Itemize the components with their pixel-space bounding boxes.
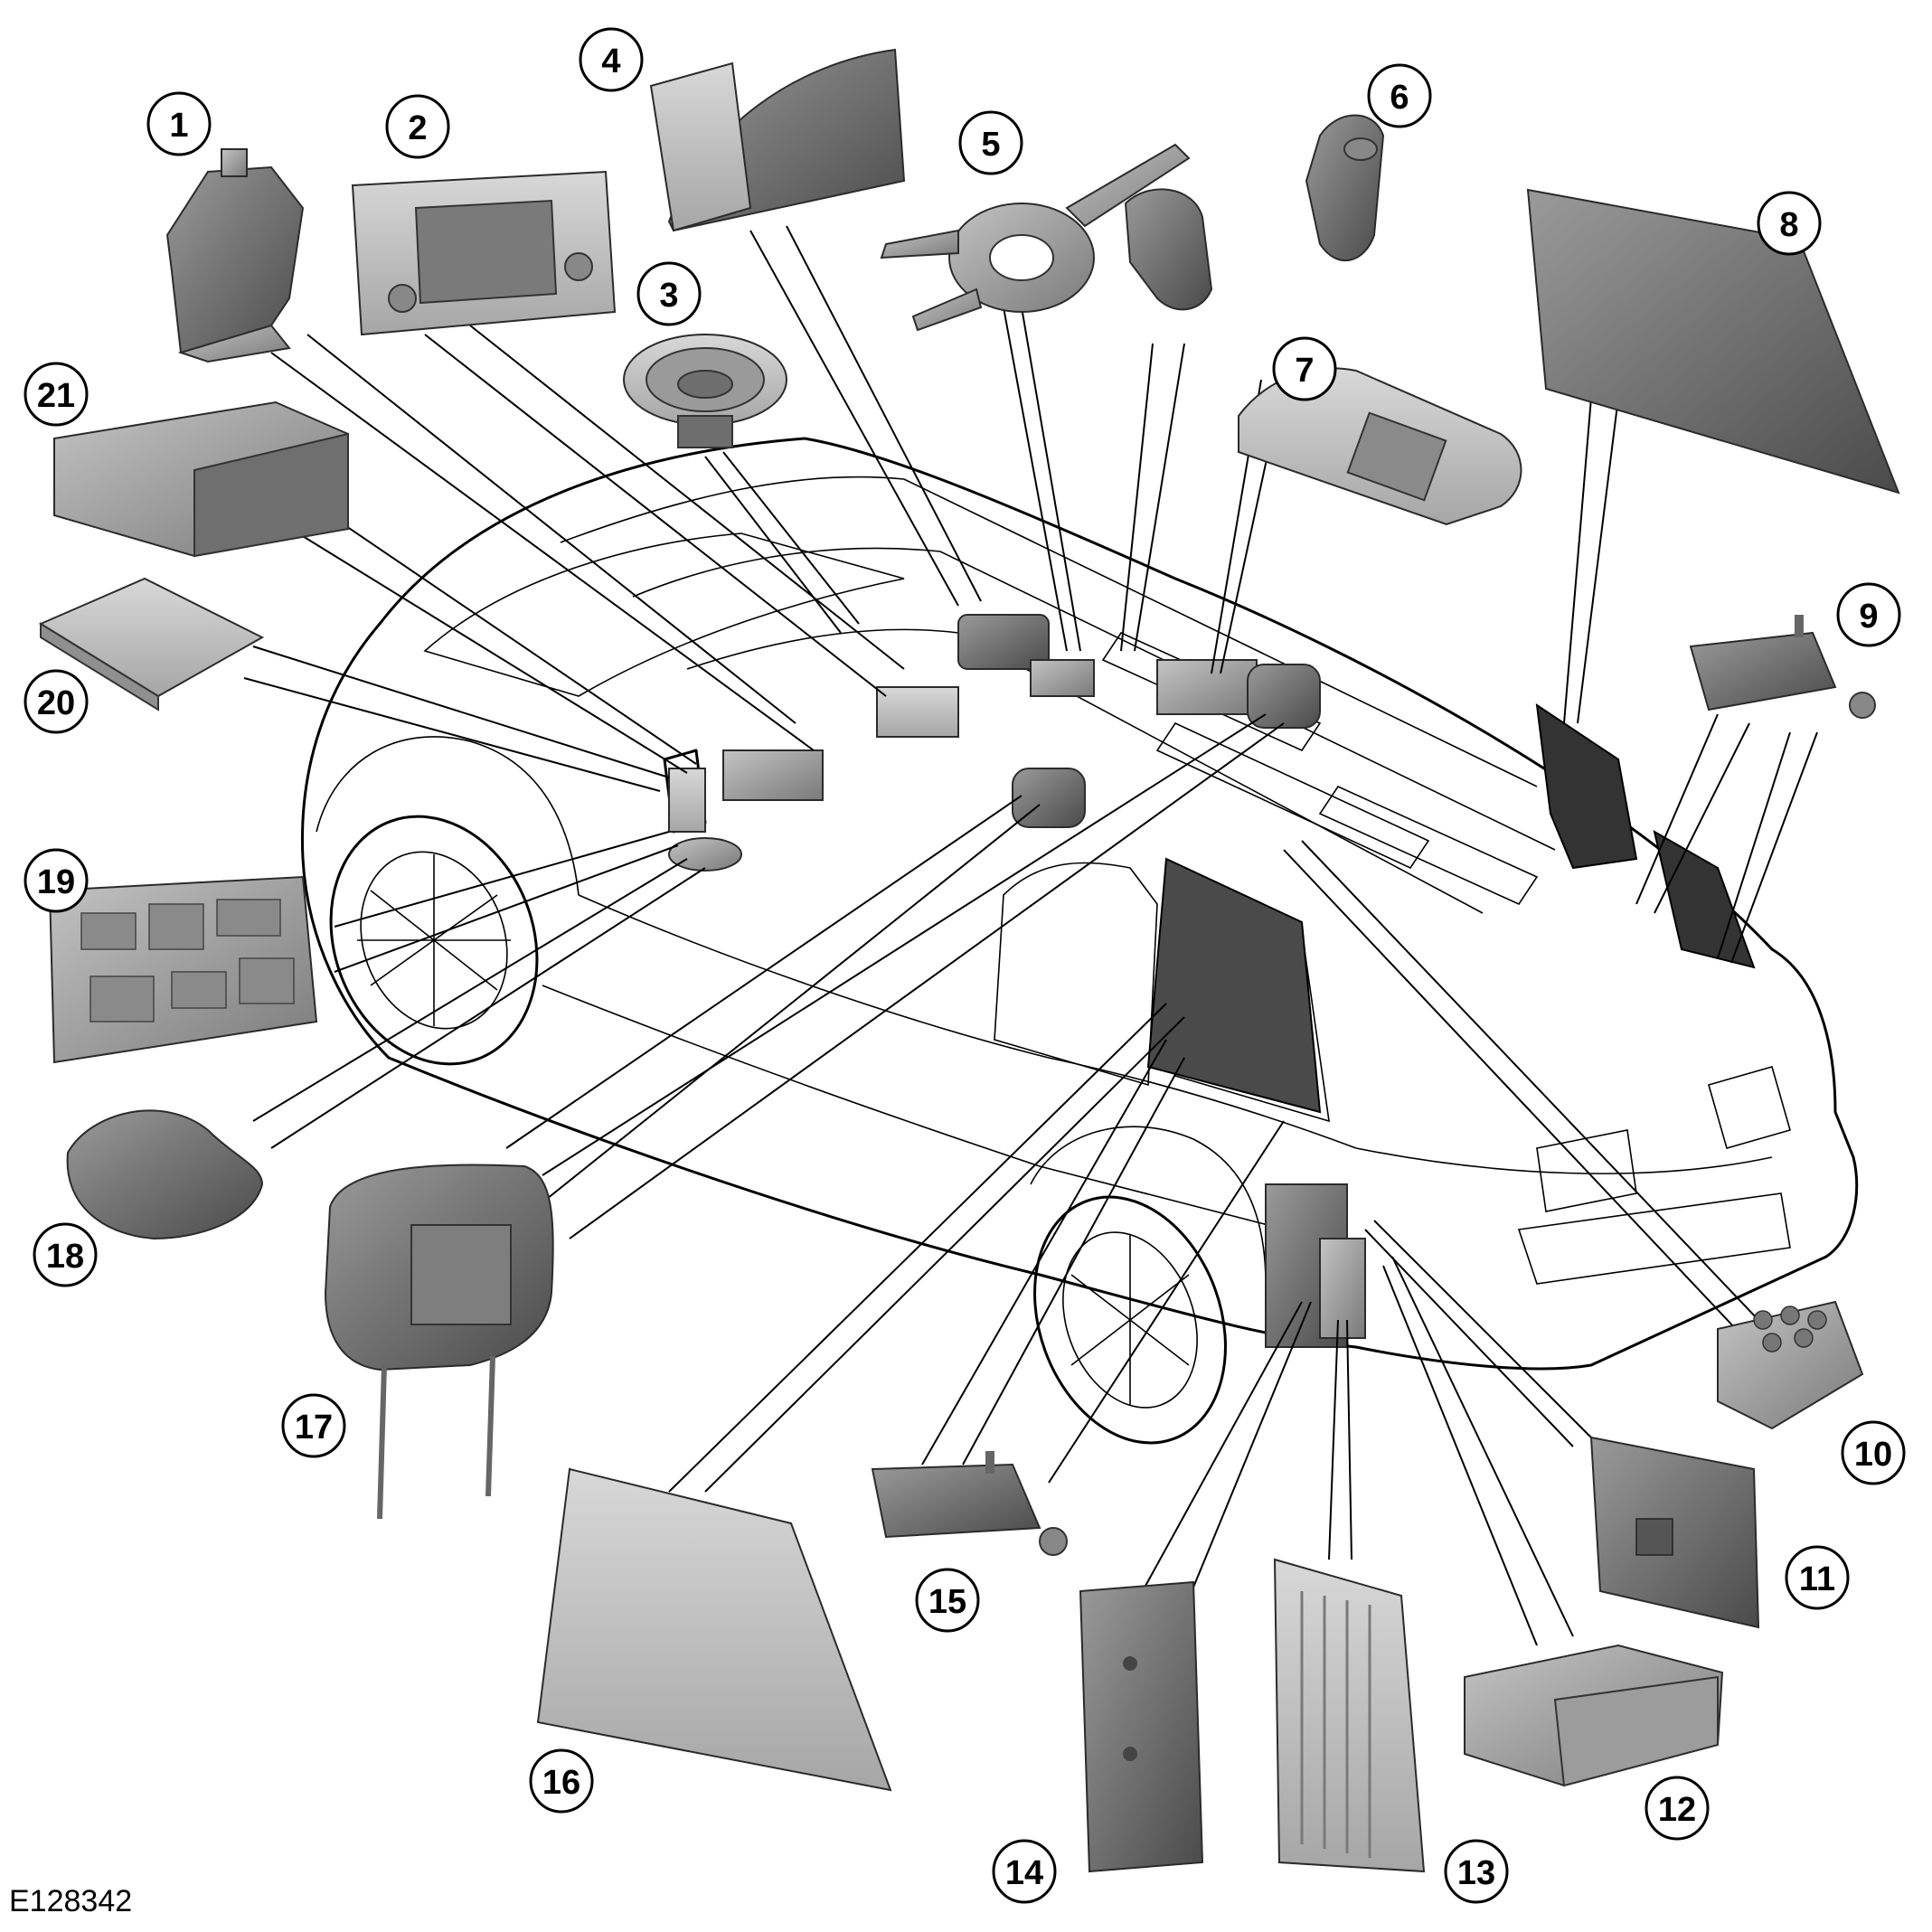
component-17-illustration <box>324 1164 554 1520</box>
component-6-illustration <box>1305 114 1385 262</box>
callout-label: 9 <box>1859 598 1878 636</box>
callout-13: 13 <box>1444 1839 1509 1904</box>
vehicle-outline <box>300 437 1859 1445</box>
figure-id-label: E128342 <box>9 1884 133 1918</box>
callout-17: 17 <box>281 1393 346 1458</box>
callout-20: 20 <box>24 669 89 734</box>
callout-label: 17 <box>295 1409 333 1447</box>
callout-16: 16 <box>529 1748 594 1814</box>
callout-label: 12 <box>1658 1791 1696 1829</box>
callout-label: 4 <box>601 42 620 80</box>
component-5-illustration <box>880 143 1213 332</box>
component-18-illustration <box>66 1109 264 1240</box>
component-12-illustration <box>1464 1644 1724 1787</box>
callout-6: 6 <box>1367 63 1432 128</box>
callout-9: 9 <box>1836 582 1901 647</box>
callout-7: 7 <box>1272 336 1337 401</box>
callout-12: 12 <box>1645 1776 1710 1841</box>
callout-4: 4 <box>579 27 644 92</box>
callout-8: 8 <box>1757 191 1822 256</box>
callout-3: 3 <box>636 261 702 326</box>
callout-2: 2 <box>385 94 450 159</box>
component-15-illustration <box>871 1451 1068 1556</box>
component-4-illustration <box>649 48 906 232</box>
component-19-illustration <box>48 875 318 1064</box>
callout-15: 15 <box>915 1568 980 1633</box>
component-20-illustration <box>38 577 265 712</box>
callout-label: 10 <box>1854 1436 1892 1474</box>
component-14-illustration <box>1079 1580 1204 1873</box>
callout-label: 8 <box>1779 206 1798 244</box>
callout-label: 16 <box>542 1764 580 1802</box>
callout-label: 15 <box>928 1583 966 1621</box>
callout-label: 20 <box>37 684 75 722</box>
component-2-illustration <box>351 170 617 336</box>
callout-label: 5 <box>981 126 1000 164</box>
callout-14: 14 <box>992 1839 1057 1904</box>
component-7-illustration <box>1238 367 1522 526</box>
callout-label: 11 <box>1799 1560 1835 1598</box>
callout-label: 3 <box>659 277 678 315</box>
callout-19: 19 <box>24 848 89 913</box>
callout-label: 1 <box>169 107 188 145</box>
callout-11: 11 <box>1785 1545 1850 1610</box>
in-vehicle-components <box>668 614 1366 1348</box>
component-9-illustration <box>1689 615 1876 719</box>
callout-label: 21 <box>37 377 75 415</box>
component-11-illustration <box>1589 1436 1760 1629</box>
callout-label: 2 <box>408 109 427 147</box>
callout-label: 6 <box>1390 79 1409 117</box>
callout-label: 14 <box>1005 1854 1043 1892</box>
callout-label: 13 <box>1457 1854 1495 1892</box>
callout-10: 10 <box>1841 1420 1906 1485</box>
callout-label: 18 <box>46 1238 84 1276</box>
callout-label: 7 <box>1295 352 1314 390</box>
callout-1: 1 <box>146 91 212 156</box>
component-13-illustration <box>1273 1558 1426 1873</box>
component-8-illustration <box>1526 188 1900 495</box>
callout-18: 18 <box>33 1222 98 1287</box>
callout-21: 21 <box>24 362 89 427</box>
component-16-illustration <box>536 1467 892 1792</box>
component-10-illustration <box>1717 1300 1864 1430</box>
callout-5: 5 <box>958 110 1023 175</box>
component-21-illustration <box>53 401 349 558</box>
component-3-illustration <box>623 334 787 448</box>
component-1-illustration <box>165 148 305 363</box>
leader-lines <box>243 225 1818 1646</box>
callout-label: 19 <box>37 863 75 901</box>
